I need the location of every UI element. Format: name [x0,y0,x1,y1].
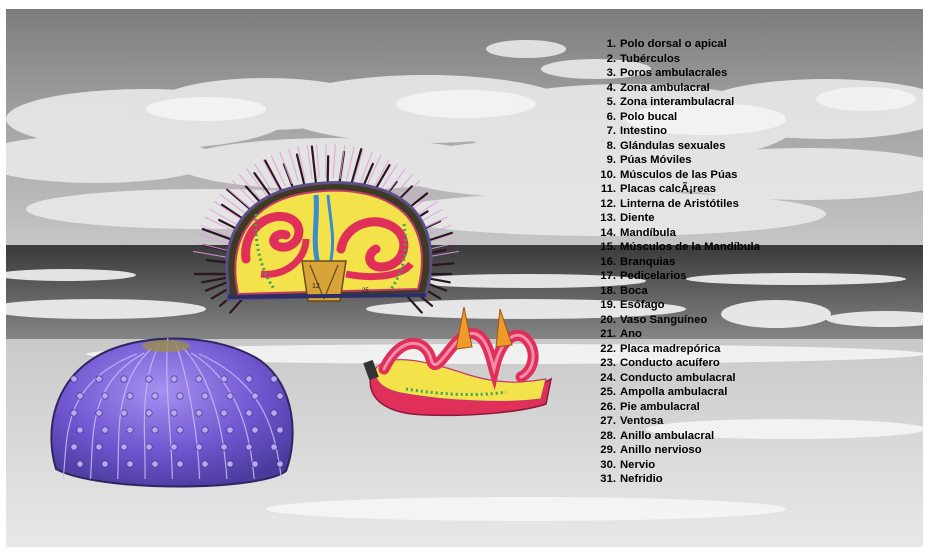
legend-label: Tubérculos [620,53,680,65]
legend-item: 1. Polo dorsal o apical [596,37,760,52]
legend-label: Placa madrepórica [620,343,720,355]
legend-item: 21. Ano [596,327,760,342]
legend-label: Anillo nervioso [620,444,702,456]
legend-label: Zona interambulacral [620,96,734,108]
legend-item: 11. Placas calcÃ¡reas [596,182,760,197]
diagram-label-12: 12 [312,283,320,290]
legend-number: 3. [596,66,616,81]
legend-item: 24. Conducto ambulacral [596,371,760,386]
legend-number: 24. [596,371,616,386]
legend-label: Conducto ambulacral [620,372,736,384]
legend-number: 11. [596,182,616,197]
legend-label: Branquias [620,256,675,268]
legend-item: 17. Pedicelarios [596,269,760,284]
legend-item: 29. Anillo nervioso [596,443,760,458]
legend-item: 31. Nefridio [596,472,760,487]
legend-number: 19. [596,298,616,313]
legend-item: 15. Músculos de la Mandíbula [596,240,760,255]
legend-number: 20. [596,313,616,328]
legend-label: Pie ambulacral [620,401,700,413]
legend-label: Linterna de Aristótiles [620,198,739,210]
legend-item: 12. Linterna de Aristótiles [596,197,760,212]
legend-number: 9. [596,153,616,168]
legend-item: 13. Diente [596,211,760,226]
legend-item: 25. Ampolla ambulacral [596,385,760,400]
legend-item: 28. Anillo ambulacral [596,429,760,444]
legend-number: 8. [596,139,616,154]
legend-number: 23. [596,356,616,371]
legend-label: Púas Móviles [620,154,692,166]
legend-label: Esófago [620,299,665,311]
legend-label: Nefridio [620,473,663,485]
legend-number: 15. [596,240,616,255]
legend-item: 23. Conducto acuífero [596,356,760,371]
legend-label: Pedicelarios [620,270,687,282]
legend-label: Polo dorsal o apical [620,38,727,50]
legend-label: Ampolla ambulacral [620,386,727,398]
legend-number: 17. [596,269,616,284]
legend-number: 12. [596,197,616,212]
legend-number: 31. [596,472,616,487]
legend-item: 7. Intestino [596,124,760,139]
legend-label: Poros ambulacrales [620,67,727,79]
legend-item: 22. Placa madrepórica [596,342,760,357]
legend-item: 10. Músculos de las Púas [596,168,760,183]
legend-number: 27. [596,414,616,429]
legend-item: 8. Glándulas sexuales [596,139,760,154]
legend-number: 13. [596,211,616,226]
legend-number: 14. [596,226,616,241]
legend-number: 18. [596,284,616,299]
legend-number: 29. [596,443,616,458]
legend-number: 22. [596,342,616,357]
legend-number: 10. [596,168,616,183]
legend-item: 19. Esófago [596,298,760,313]
legend-label: Mandíbula [620,227,676,239]
legend-number: 16. [596,255,616,270]
legend-label: Vaso Sanguíneo [620,314,707,326]
legend-label: Polo bucal [620,111,677,123]
legend-number: 26. [596,400,616,415]
legend-item: 6. Polo bucal [596,110,760,125]
legend-item: 20. Vaso Sanguíneo [596,313,760,328]
legend-item: 26. Pie ambulacral [596,400,760,415]
legend-label: Anillo ambulacral [620,430,714,442]
legend-number: 4. [596,81,616,96]
legend-item: 14. Mandíbula [596,226,760,241]
legend-number: 25. [596,385,616,400]
legend-label: Diente [620,212,655,224]
legend-item: 3. Poros ambulacrales [596,66,760,81]
legend-label: Intestino [620,125,667,137]
legend-label: Conducto acuífero [620,357,720,369]
scene-svg: 12 25 [6,9,923,547]
legend-item: 16. Branquias [596,255,760,270]
diagram-label-25: 25 [362,288,369,294]
legend-item: 18. Boca [596,284,760,299]
beach-background: 12 25 1. Polo dorsal o apical 2. Tubérculos… [6,9,923,547]
legend-number: 2. [596,52,616,67]
legend-item: 9. Púas Móviles [596,153,760,168]
legend-label: Glándulas sexuales [620,140,726,152]
legend-item: 27. Ventosa [596,414,760,429]
legend-label: Ano [620,328,642,340]
legend-item: 2. Tubérculos [596,52,760,67]
legend-number: 30. [596,458,616,473]
legend-label: Nervio [620,459,655,471]
legend-label: Zona ambulacral [620,82,710,94]
legend-item: 4. Zona ambulacral [596,81,760,96]
legend-number: 6. [596,110,616,125]
legend-item: 5. Zona interambulacral [596,95,760,110]
legend-number: 21. [596,327,616,342]
legend-number: 7. [596,124,616,139]
legend-label: Ventosa [620,415,663,427]
legend-number: 28. [596,429,616,444]
legend-label: Músculos de la Mandíbula [620,241,760,253]
legend-label: Boca [620,285,648,297]
legend-label: Músculos de las Púas [620,169,737,181]
legend-number: 5. [596,95,616,110]
legend-item: 30. Nervio [596,458,760,473]
legend-number: 1. [596,37,616,52]
legend-list: 1. Polo dorsal o apical 2. Tubérculos 3. Poro… [596,37,760,487]
legend-label: Placas calcÃ¡reas [620,183,716,195]
